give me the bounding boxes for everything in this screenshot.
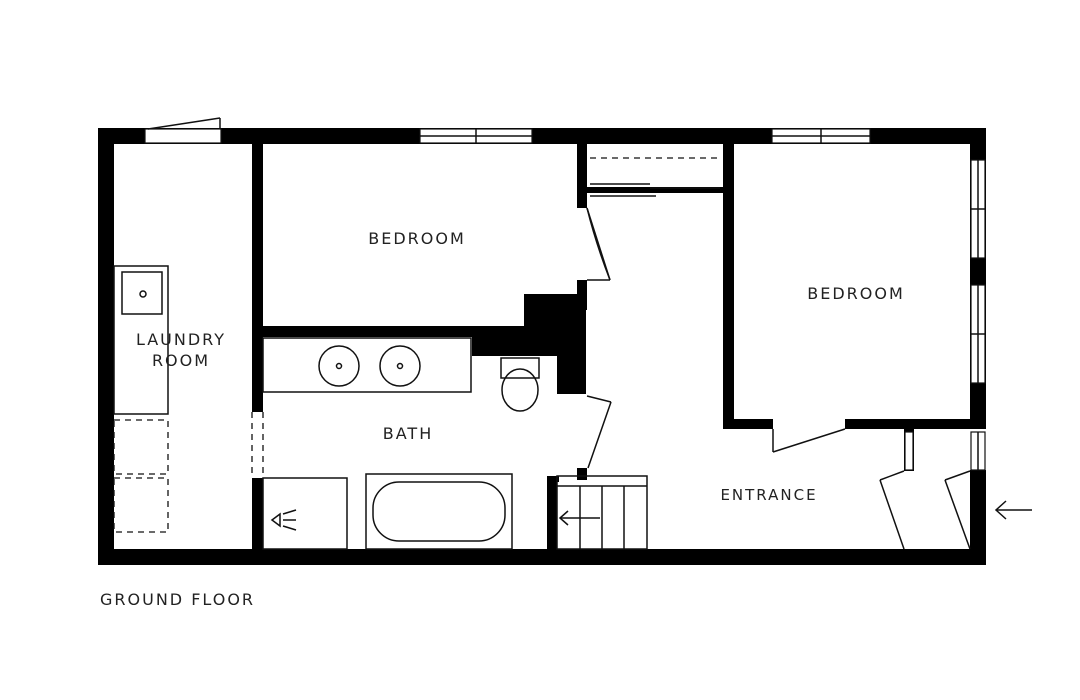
- dryer: [113, 477, 169, 533]
- shower-head: [270, 512, 281, 528]
- wall-bedroom-right-south-b: [845, 419, 986, 429]
- wall-closet-south: [587, 187, 723, 193]
- wall-bedroom-right-south-a: [723, 419, 773, 429]
- basin-left: [318, 345, 360, 387]
- label-entrance: ENTRANCE: [720, 486, 817, 504]
- chase-block: [472, 294, 586, 394]
- door-bath: [586, 395, 612, 403]
- wall-corridor-west-top: [577, 144, 587, 208]
- wall-corridor-west-low: [577, 468, 587, 480]
- stairs: [556, 475, 648, 550]
- door-vestibule-inner: [879, 470, 905, 481]
- label-laundry-line2: ROOM: [152, 351, 210, 370]
- window-vestibule-west: [904, 431, 914, 471]
- washer: [113, 419, 169, 475]
- wall-bedroom-left-south: [252, 326, 472, 337]
- wall-south: [98, 549, 986, 565]
- wall-north: [98, 128, 986, 144]
- basin-right: [379, 345, 421, 387]
- closet: [590, 157, 720, 197]
- laundry-fixtures: [113, 265, 169, 533]
- wall-corridor-west-mid: [577, 280, 587, 310]
- room-labels: BEDROOM BEDROOM LAUNDRY ROOM BATH ENTRAN…: [136, 229, 905, 504]
- label-bedroom-right: BEDROOM: [807, 284, 905, 303]
- laundry-sink: [121, 271, 163, 315]
- bath-fixtures: [262, 337, 540, 550]
- interior-walls: [251, 144, 986, 549]
- wall-stair-west: [547, 478, 557, 549]
- shower: [262, 477, 348, 550]
- windows: [144, 117, 986, 471]
- wall-laundry-east-lower: [252, 478, 263, 549]
- wall-laundry-east-upper: [252, 144, 263, 412]
- doors: [586, 207, 1032, 550]
- wall-east-lower: [970, 470, 986, 565]
- laundry-counter: [113, 265, 169, 415]
- door-front: [944, 470, 971, 481]
- wall-stair-north: [547, 476, 559, 482]
- bathtub-basin: [372, 481, 506, 542]
- label-bedroom-left: BEDROOM: [368, 229, 466, 248]
- label-laundry-line1: LAUNDRY: [136, 330, 226, 349]
- wall-west: [98, 128, 114, 565]
- floor-title: GROUND FLOOR: [100, 590, 255, 609]
- toilet-tank: [500, 357, 540, 379]
- bathtub: [365, 473, 513, 550]
- label-bath: BATH: [383, 424, 433, 443]
- window-laundry: [144, 128, 222, 144]
- wall-bedroom-right-west: [723, 144, 734, 428]
- vanity: [262, 337, 472, 393]
- toilet-bowl: [501, 368, 539, 412]
